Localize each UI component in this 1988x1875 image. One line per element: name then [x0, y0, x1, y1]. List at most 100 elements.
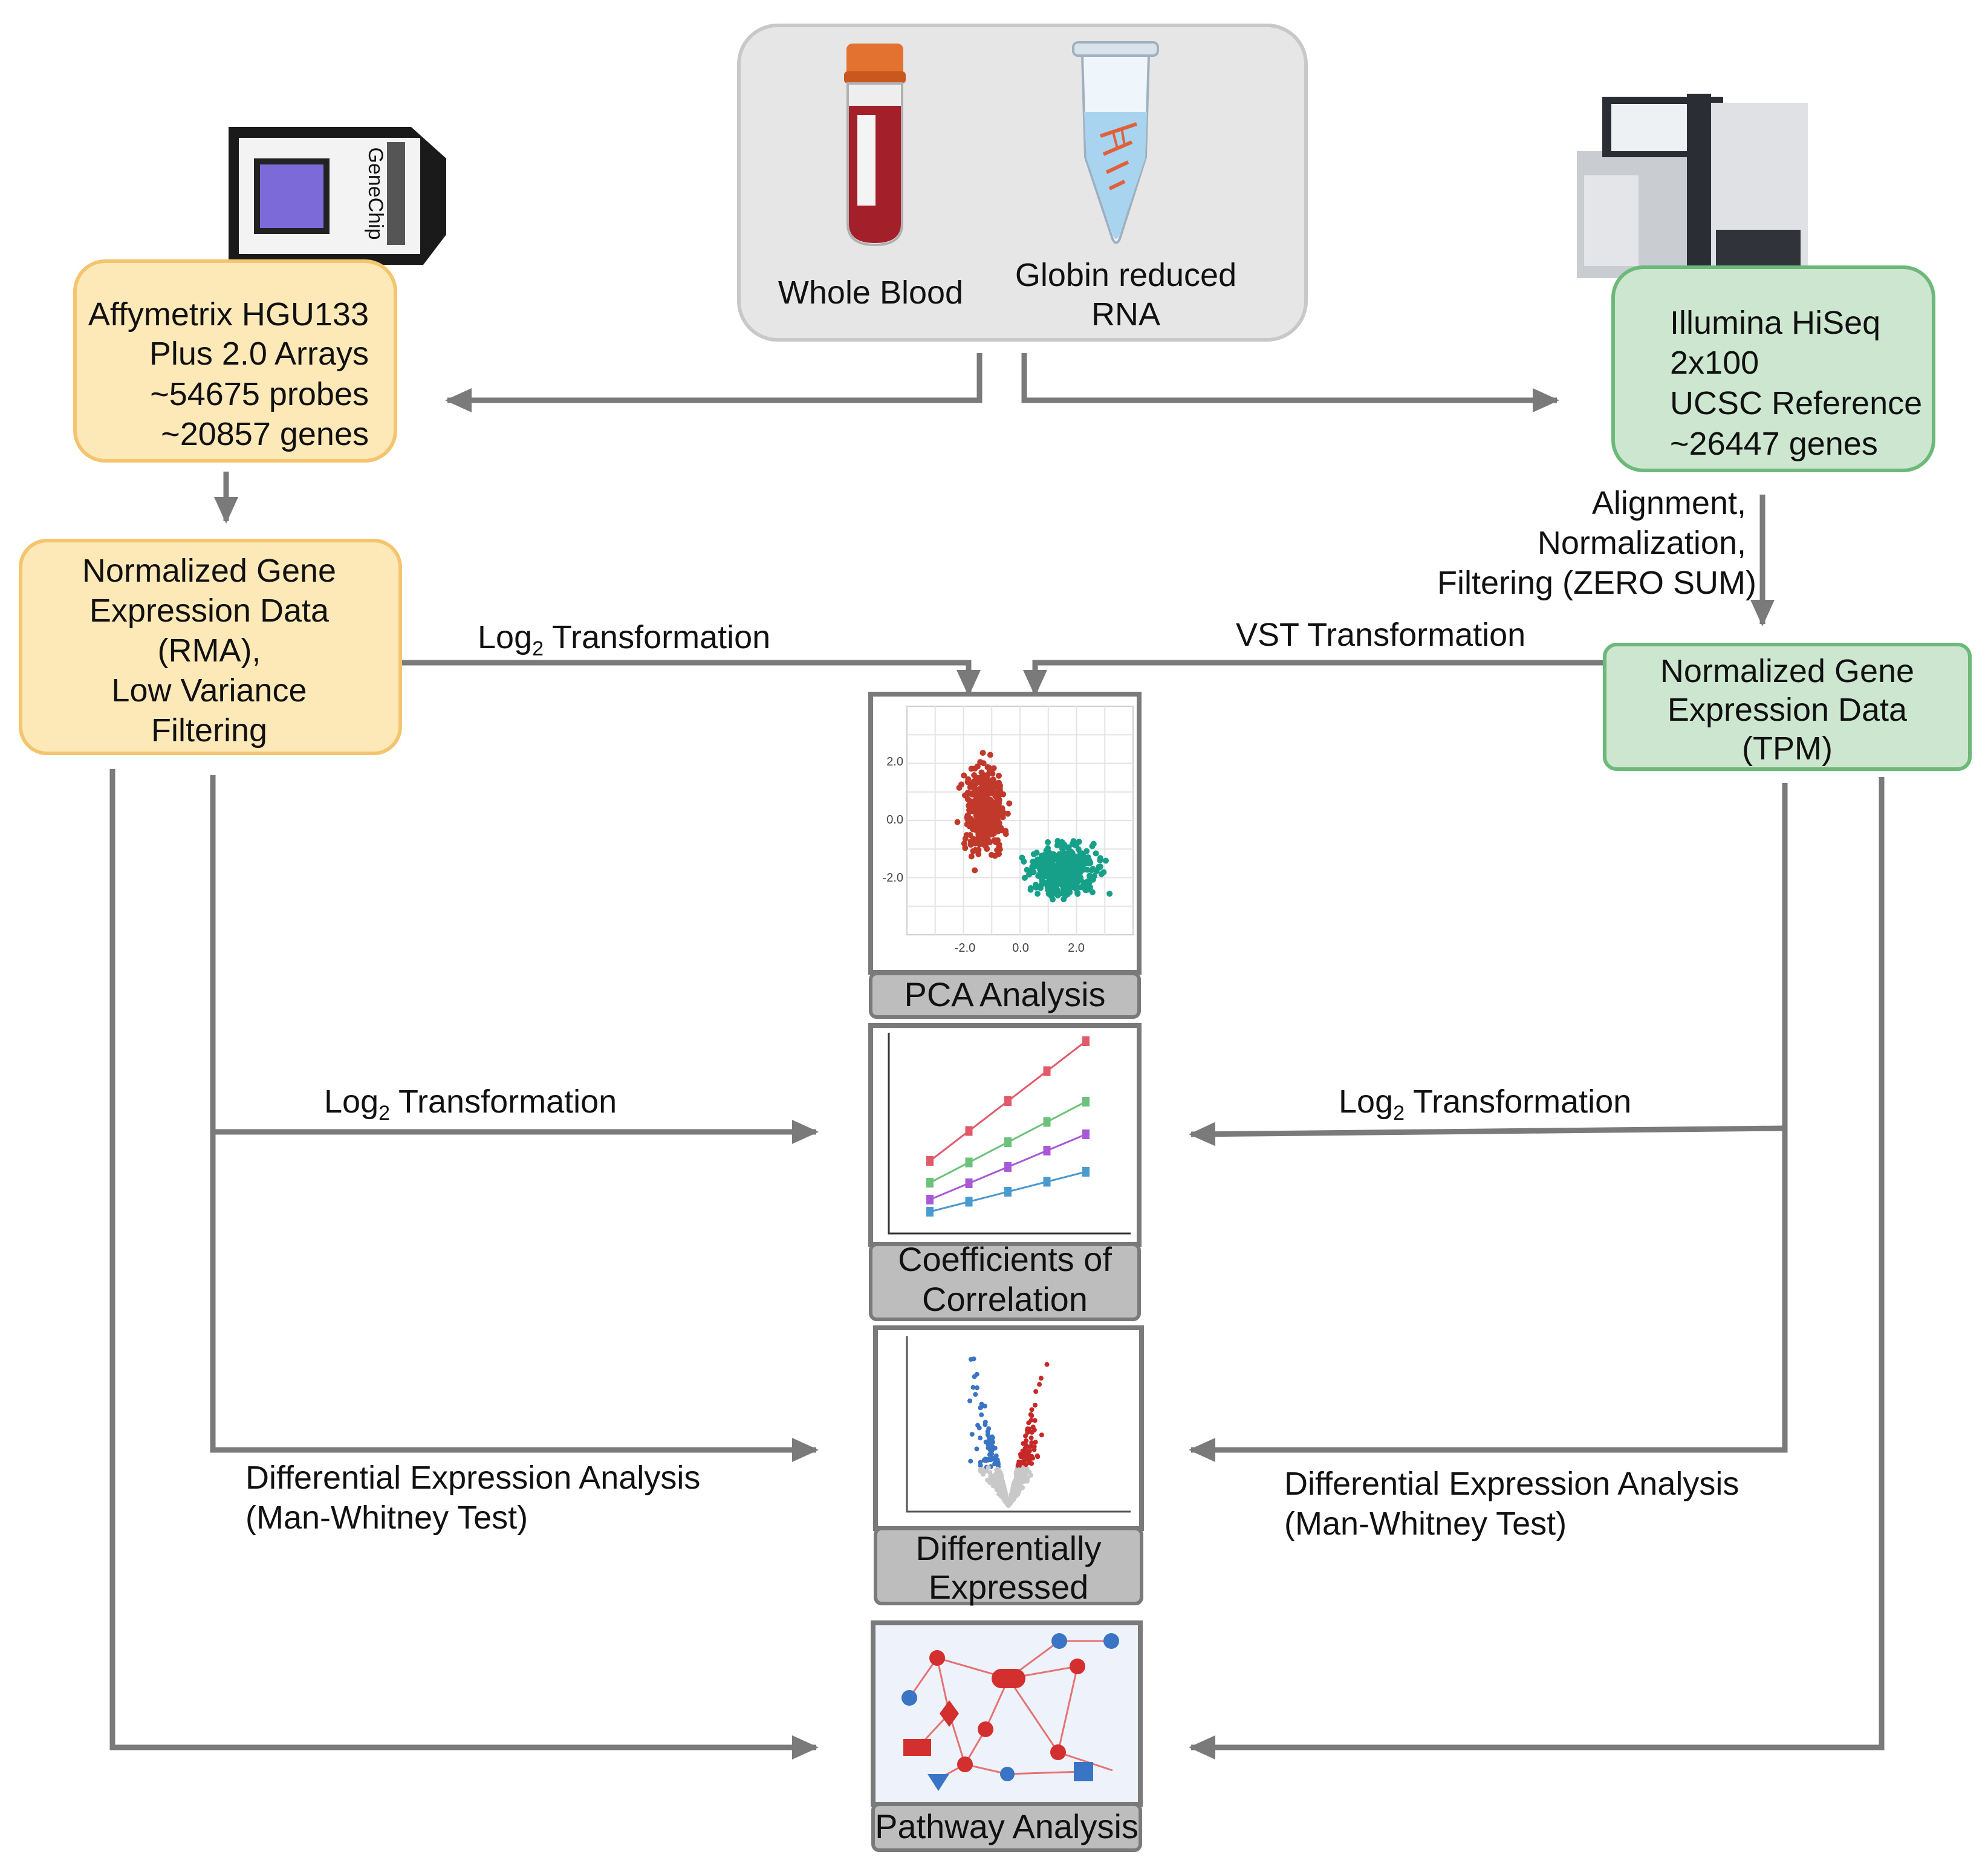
- pca-point: [1087, 860, 1094, 866]
- pca-point: [997, 825, 1004, 832]
- pca-point: [1062, 859, 1068, 866]
- volcano-panel: Differentially Expressed: [873, 1325, 1144, 1606]
- pathway-nodes: [901, 1633, 1119, 1791]
- pca-point: [1056, 852, 1062, 859]
- pca-point: [975, 813, 981, 820]
- volcano-point: [974, 1385, 979, 1391]
- volcano-plot: [906, 1336, 1131, 1513]
- pca-point: [969, 791, 976, 798]
- pca-point: [1074, 868, 1081, 874]
- pca-point: [999, 814, 1006, 821]
- volcano-point: [1031, 1447, 1037, 1452]
- pca-point: [1045, 839, 1051, 845]
- pca-ytick-3: -2.0: [883, 871, 903, 885]
- pathway-label: Pathway Analysis: [875, 1807, 1139, 1845]
- pca-point: [1041, 880, 1048, 886]
- correlation-point: [1004, 1162, 1012, 1172]
- pca-point: [1069, 860, 1076, 866]
- pca-point: [1064, 878, 1071, 885]
- pca-point: [1102, 857, 1109, 864]
- pca-point: [1083, 855, 1090, 862]
- pca-point: [993, 808, 1000, 814]
- micro-norm-line-3: (RMA),: [158, 632, 261, 669]
- pca-point: [1053, 885, 1059, 891]
- micro-norm-line-2: Expression Data: [89, 593, 330, 629]
- volcano-point: [974, 1446, 979, 1452]
- pca-plot: 2.0 0.0 -2.0 -2.0 0.0 2.0: [883, 706, 1134, 955]
- volcano-point: [1021, 1467, 1027, 1473]
- vst-label: VST Transformation: [1236, 617, 1525, 653]
- pca-point: [1038, 885, 1044, 891]
- microarray-line-3: ~54675 probes: [150, 376, 369, 412]
- arrow-micro-to-pathway: [109, 769, 819, 1760]
- volcano-point: [1037, 1382, 1042, 1387]
- log2-label-pca: Log2 Transformation: [478, 619, 770, 660]
- pca-point: [1050, 851, 1057, 857]
- volcano-point: [1021, 1441, 1026, 1446]
- volcano-point: [985, 1477, 990, 1483]
- correlation-point: [1004, 1187, 1012, 1197]
- volcano-point: [1012, 1478, 1018, 1483]
- correlation-point: [1082, 1036, 1090, 1046]
- volcano-point: [976, 1425, 982, 1431]
- arrow-seq-to-pca: [1023, 660, 1605, 697]
- seq-norm-line-3: (TPM): [1742, 730, 1833, 767]
- volcano-point: [979, 1404, 984, 1409]
- pca-point: [1043, 853, 1050, 860]
- microarray-line-2: Plus 2.0 Arrays: [149, 336, 369, 372]
- pca-point: [992, 793, 999, 799]
- seq-norm-line-2: Expression Data: [1668, 692, 1908, 728]
- arrow-seq-to-corr: [1189, 1122, 1785, 1146]
- pca-point: [1077, 884, 1084, 891]
- volcano-point: [1021, 1452, 1026, 1458]
- pca-point: [1052, 867, 1059, 874]
- pca-point: [1054, 872, 1061, 879]
- pca-point: [954, 819, 961, 825]
- dea-left-line-2: (Man-Whitney Test): [245, 1500, 528, 1536]
- volcano-point: [991, 1473, 996, 1478]
- correlation-point: [926, 1207, 934, 1217]
- pca-point: [973, 780, 980, 787]
- rnaseq-box: Illumina HiSeq 2x100 UCSC Reference ~264…: [1611, 265, 1935, 472]
- volcano-point: [972, 1374, 977, 1379]
- pca-point: [1059, 839, 1065, 845]
- pca-point: [1089, 843, 1096, 850]
- correlation-point: [1043, 1066, 1051, 1076]
- pca-point: [996, 841, 1002, 848]
- volcano-point: [990, 1483, 996, 1489]
- volcano-point: [1022, 1478, 1027, 1484]
- pca-ytick-1: 2.0: [886, 755, 903, 769]
- pca-point: [968, 853, 975, 860]
- volcano-point: [973, 1392, 978, 1397]
- volcano-point: [1032, 1418, 1038, 1423]
- pca-point: [1082, 887, 1089, 894]
- pca-point: [1048, 863, 1055, 870]
- seq-normalized-box: Normalized Gene Expression Data (TPM): [1603, 643, 1972, 771]
- pca-point: [961, 772, 967, 779]
- pca-point: [981, 836, 988, 842]
- correlation-point: [965, 1178, 973, 1188]
- rnaseq-line-2: 2x100: [1670, 345, 1759, 381]
- pca-point: [974, 837, 981, 844]
- volcano-point: [1028, 1435, 1034, 1441]
- pca-point: [964, 779, 971, 785]
- pca-point: [991, 837, 998, 843]
- volcano-point: [994, 1457, 999, 1463]
- micro-norm-line-1: Normalized Gene: [82, 553, 336, 589]
- microarray-line-1: Affymetrix HGU133: [88, 296, 369, 333]
- pca-point: [979, 840, 986, 847]
- pca-point: [1100, 869, 1107, 876]
- microarray-line-4: ~20857 genes: [161, 416, 369, 452]
- pca-point: [989, 830, 995, 836]
- volcano-point: [983, 1468, 989, 1474]
- correlation-panel: Coefficients of Correlation: [868, 1023, 1142, 1321]
- pca-point: [1034, 891, 1041, 897]
- seq-norm-line-1: Normalized Gene: [1660, 653, 1914, 689]
- blood-tube-icon: [844, 44, 906, 247]
- correlation-point: [1004, 1137, 1012, 1147]
- pca-point: [1033, 850, 1040, 856]
- pca-label: PCA Analysis: [904, 975, 1105, 1013]
- pca-point: [977, 759, 984, 765]
- corr-label-line2: Correlation: [922, 1280, 1088, 1318]
- pca-point: [962, 836, 969, 842]
